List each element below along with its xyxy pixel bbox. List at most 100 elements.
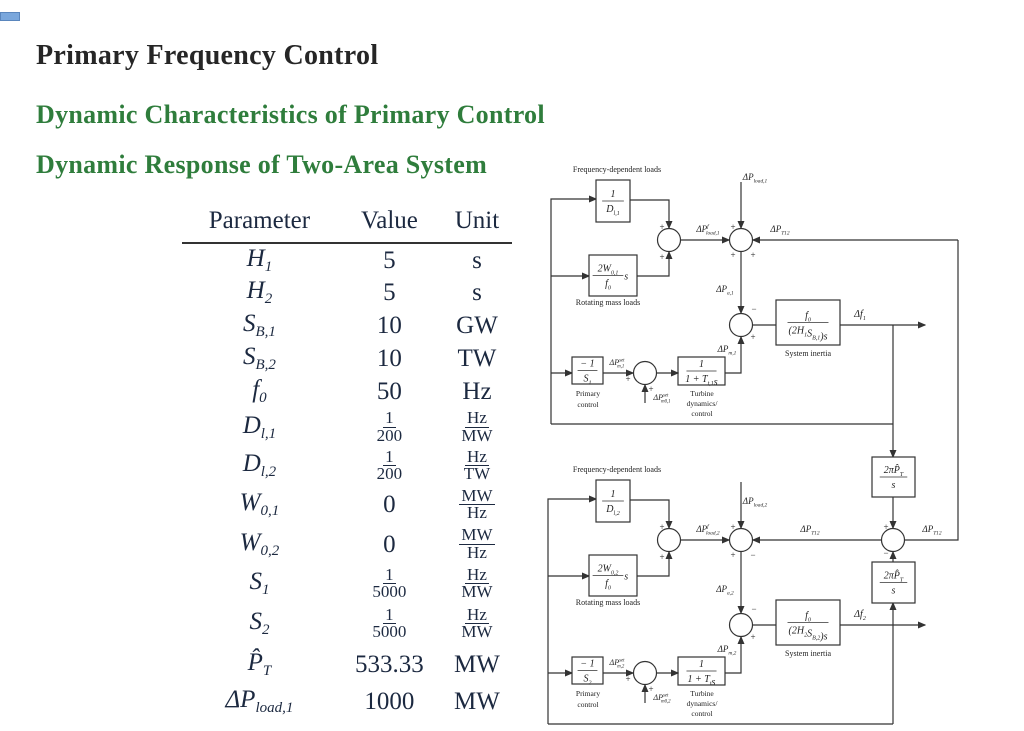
sign: + — [750, 332, 755, 342]
area1-primary-label: Primary — [576, 389, 600, 398]
parameter-unit: s — [472, 279, 482, 306]
area2-primary-label: Primary — [576, 689, 600, 698]
sign: + — [625, 374, 630, 384]
area1-primary-control-block-numerator: − 1 — [580, 359, 594, 370]
numerator: 1 — [383, 604, 396, 624]
table-header-row: Parameter Value Unit — [182, 204, 512, 244]
area2-sum-accel — [728, 612, 754, 638]
parameter-symbol: SB,1 — [242, 310, 276, 340]
sign: + — [730, 250, 735, 260]
area2-turbine-block-numerator: 1 — [699, 659, 704, 670]
slide-marker — [0, 12, 20, 21]
area1-turbine-block-denominator: 1 + Tt,1s — [685, 374, 717, 388]
subsection-heading: Dynamic Response of Two-Area System — [36, 150, 488, 179]
parameter-unit: s — [472, 246, 482, 274]
sign: − — [883, 548, 888, 558]
denominator: 5000 — [372, 622, 407, 641]
sign: + — [659, 222, 664, 232]
numerator: 1 — [383, 408, 396, 428]
area1-turbine-label: Turbine — [690, 389, 714, 398]
area1-system-inertia-block-numerator: f0 — [805, 311, 811, 324]
numerator: Hz — [465, 446, 489, 466]
signal-line — [637, 250, 673, 277]
table-row: H2 5 s — [182, 276, 512, 309]
parameter-value: 1000 — [364, 687, 415, 715]
section-heading: Dynamic Characteristics of Primary Contr… — [36, 100, 545, 129]
parameter-value: 10 — [376, 345, 402, 372]
sign: + — [648, 684, 653, 694]
area2-primary-control-block-denominator: S2 — [584, 674, 592, 687]
sign: − — [751, 304, 756, 314]
parameter-symbol: S1 — [249, 568, 270, 598]
denominator: Hz — [467, 503, 487, 522]
denominator: MW — [461, 425, 493, 445]
area1-system-inertia-label: System inertia — [785, 349, 831, 358]
sign: + — [648, 384, 653, 394]
parameter-value: 5 — [383, 279, 396, 306]
area2-accel-signal: ΔPa,2 — [715, 584, 734, 597]
parameter-symbol: f0 — [252, 376, 267, 406]
area1-feedback-to-damping — [550, 195, 598, 424]
sign: − — [750, 550, 755, 560]
denominator: TW — [463, 464, 491, 483]
sign: + — [750, 632, 755, 642]
parameter-symbol: Dl,2 — [242, 450, 277, 480]
area2-load-input-label: ΔPload,2 — [742, 496, 768, 509]
area1-primary-control-block — [571, 356, 604, 385]
tie-block-bottom-denominator: s — [892, 586, 896, 597]
area2-tie-signal: ΔPT12 — [799, 524, 819, 537]
numerator: 1 — [383, 564, 396, 584]
area2-primary-label: control — [577, 700, 598, 709]
signal-line — [725, 635, 745, 674]
signal-line — [630, 199, 673, 230]
parameter-symbol: W0,1 — [239, 489, 280, 519]
column-header-value: Value — [336, 204, 442, 244]
area2-freq-output-label: Δf2 — [853, 609, 866, 622]
area1-turbine-label: control — [691, 409, 712, 418]
area1-rotating-mass-block-numerator: 2W0,1 — [598, 264, 619, 277]
area2-system-inertia-block-denominator: (2H2SB,2)s — [789, 626, 828, 643]
parameter-symbol: Dl,1 — [242, 411, 277, 442]
sign: − — [751, 604, 756, 614]
parameter-unit: Hz — [462, 378, 492, 405]
parameter-value: 50 — [376, 378, 402, 405]
numerator: Hz — [465, 604, 489, 624]
area2-freq-loads-label: Frequency-dependent loads — [573, 465, 661, 474]
area2-turbine-label: control — [691, 709, 712, 718]
area1-tie-signal: ΔPT12 — [769, 224, 789, 237]
area1-freq-loads-label: Frequency-dependent loads — [573, 165, 661, 174]
area1-primary-label: control — [577, 400, 598, 409]
parameter-symbol: H2 — [246, 277, 273, 307]
area2-damping-block-denominator: Dl,2 — [605, 504, 619, 517]
sign: + — [750, 250, 755, 260]
tie-block-top-numerator: 2πP̂T — [884, 463, 904, 478]
parameter-value: 0 — [383, 491, 396, 518]
area1-accel-signal: ΔPa,1 — [715, 284, 734, 297]
area2-mech-signal: ΔPm,2 — [717, 644, 737, 657]
sign: + — [883, 522, 888, 532]
area2-primary-control-block-numerator: − 1 — [580, 659, 594, 670]
numerator: Hz — [465, 408, 489, 428]
area1-load-input-label: ΔPload,1 — [742, 172, 768, 185]
numerator: 1 — [383, 446, 396, 466]
area1-rotating-mass-block-denominator: f0 — [605, 279, 611, 292]
parameter-value: 10 — [376, 312, 402, 339]
denominator: Hz — [467, 542, 487, 562]
parameter-symbol: H1 — [246, 244, 273, 275]
area1-rotating-mass-block-suffix: s — [624, 272, 628, 283]
denominator: MW — [461, 622, 493, 641]
sign: + — [730, 222, 735, 232]
